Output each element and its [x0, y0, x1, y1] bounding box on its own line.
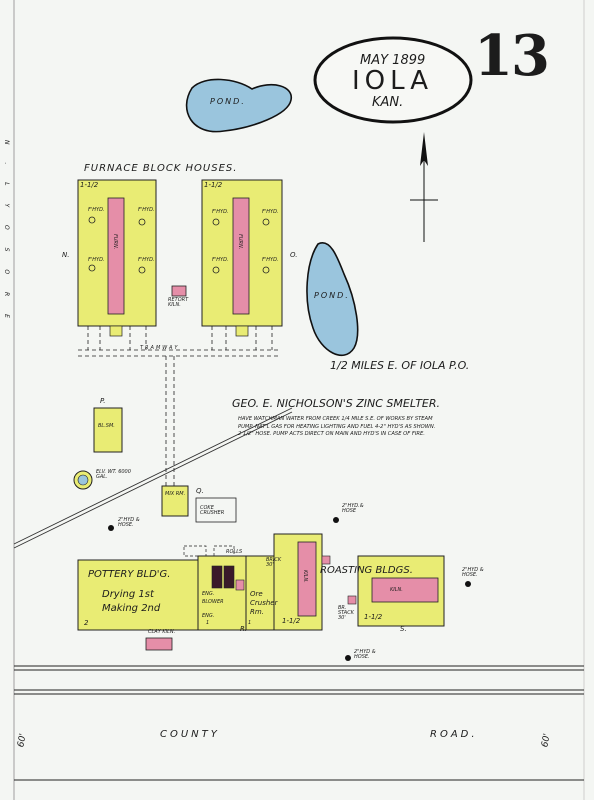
sheet-number: 13	[474, 23, 550, 89]
pottery-building	[77, 559, 199, 631]
hyd-label: F'HYD.	[138, 257, 155, 263]
tramway-label: TRAMWAY	[140, 345, 180, 351]
ore-crusher-label: Ore Crusher Rm.	[250, 590, 278, 616]
boiler	[223, 565, 235, 589]
stories-east: 1-1/2	[204, 181, 223, 189]
railroad-tracks	[14, 665, 584, 695]
shed	[109, 325, 123, 337]
pond-top-label: POND.	[210, 97, 246, 106]
kiln-label: KILN.	[302, 570, 308, 583]
stories-west: 1-1/2	[80, 181, 99, 189]
furnace-west-furn	[107, 197, 125, 315]
title-date: MAY 1899	[360, 53, 426, 68]
shed	[235, 325, 249, 337]
brick-stack-label-b: BR. STACK 30'	[338, 605, 354, 621]
eng-label-b: ENG.	[202, 613, 215, 619]
pottery-making: Making 2nd	[102, 603, 161, 614]
water-tank-inner	[77, 474, 89, 486]
roasting-kiln-label: KILN.	[390, 587, 403, 593]
retort-kiln	[171, 285, 187, 297]
fire-protection-notes: HAVE WATCHMAN WATER FROM CREEK 1/4 MILE …	[238, 416, 436, 437]
eng-label: ENG.	[202, 591, 215, 597]
small-stack	[235, 579, 245, 591]
pond-right-label: POND.	[314, 291, 350, 300]
county-label: COUNTY	[160, 729, 220, 740]
bl-sm-label: BL.SM.	[98, 423, 115, 429]
brick-stack-2	[347, 595, 357, 605]
hydrant-hose-1: 2"HYD & HOSE.	[118, 517, 140, 528]
hydrant-hose-3: 2"HYD & HOSE.	[462, 567, 484, 578]
furn-east: FURN.	[237, 234, 243, 250]
furnace-title: FURNACE BLOCK HOUSES.	[84, 163, 238, 174]
clay-kiln-label: CLAY KILN.	[148, 629, 176, 635]
furnace-east-furn	[232, 197, 250, 315]
hydrant-hose-4: 2"HYD & HOSE.	[354, 649, 376, 660]
letter-n: N.	[62, 251, 70, 259]
tramway-lines	[78, 326, 280, 486]
furn-west: FURN.	[112, 234, 118, 250]
owner-title: GEO. E. NICHOLSON'S ZINC SMELTER.	[232, 397, 441, 410]
mix-room-label: MIX RM.	[165, 491, 186, 497]
kiln-core	[297, 541, 317, 617]
bl-sm-building	[93, 407, 123, 453]
water-tank-label: ELV. WT. 6000 GAL.	[96, 469, 131, 480]
ore-crusher-stories: 1	[248, 620, 252, 626]
brick-stack-label: BRICK 30'	[266, 557, 282, 568]
railroad-diagonal	[13, 407, 293, 549]
blower-label: BLOWER	[202, 599, 224, 605]
title-town: IOLA	[352, 66, 434, 96]
mix-room	[161, 485, 189, 517]
title-oval	[313, 36, 473, 124]
road-label: ROAD.	[430, 729, 478, 740]
pond-right	[306, 242, 359, 357]
letter-o: O.	[290, 251, 298, 259]
pottery-drying: Drying 1st	[102, 589, 154, 600]
hydrant-hose-2: 2"HYD.& HOSE	[342, 503, 364, 514]
pond-top	[185, 78, 292, 133]
shed-dashes	[183, 545, 235, 557]
roasting-label: ROASTING BLDGS.	[320, 565, 413, 576]
retort-kiln-label: RETORT KILN.	[168, 297, 189, 308]
clay-kiln	[145, 637, 173, 651]
hyd-label: F'HYD.	[138, 207, 155, 213]
roasting-kiln	[371, 577, 439, 603]
pottery-label: POTTERY BLD'G.	[88, 569, 171, 580]
letter-p: P.	[100, 397, 106, 405]
hyd-label: F'HYD.	[212, 257, 229, 263]
letter-q: Q.	[196, 487, 204, 495]
letter-r: R.	[240, 625, 248, 633]
roasting-stories: 1-1/2	[364, 613, 383, 621]
pottery-stories: 2	[84, 619, 89, 627]
hyd-label: F'HYD.	[262, 257, 279, 263]
title-state: KAN.	[372, 95, 404, 110]
engine-stories: 1	[206, 620, 210, 626]
ore-crusher-room	[245, 555, 275, 631]
hydrant-circles	[88, 216, 270, 274]
hydrant-dots	[108, 517, 471, 661]
coke-crusher-label: COKE CRUSHER	[200, 505, 225, 516]
boiler	[211, 565, 223, 589]
north-arrow	[410, 132, 438, 242]
coke-crusher	[195, 497, 237, 523]
location-note: 1/2 MILES E. OF IOLA P.O.	[330, 359, 470, 372]
hyd-label: F'HYD.	[262, 209, 279, 215]
hyd-label: F'HYD.	[88, 257, 105, 263]
hyd-label: F'HYD.	[212, 209, 229, 215]
kiln-stories: 1-1/2	[282, 617, 301, 625]
hyd-label: F'HYD.	[88, 207, 105, 213]
brick-stack	[321, 555, 331, 565]
rolls-label: ROLLS	[226, 549, 243, 555]
letter-s: S.	[400, 625, 407, 633]
margin-text: N . L Y O S O R E	[3, 140, 10, 326]
